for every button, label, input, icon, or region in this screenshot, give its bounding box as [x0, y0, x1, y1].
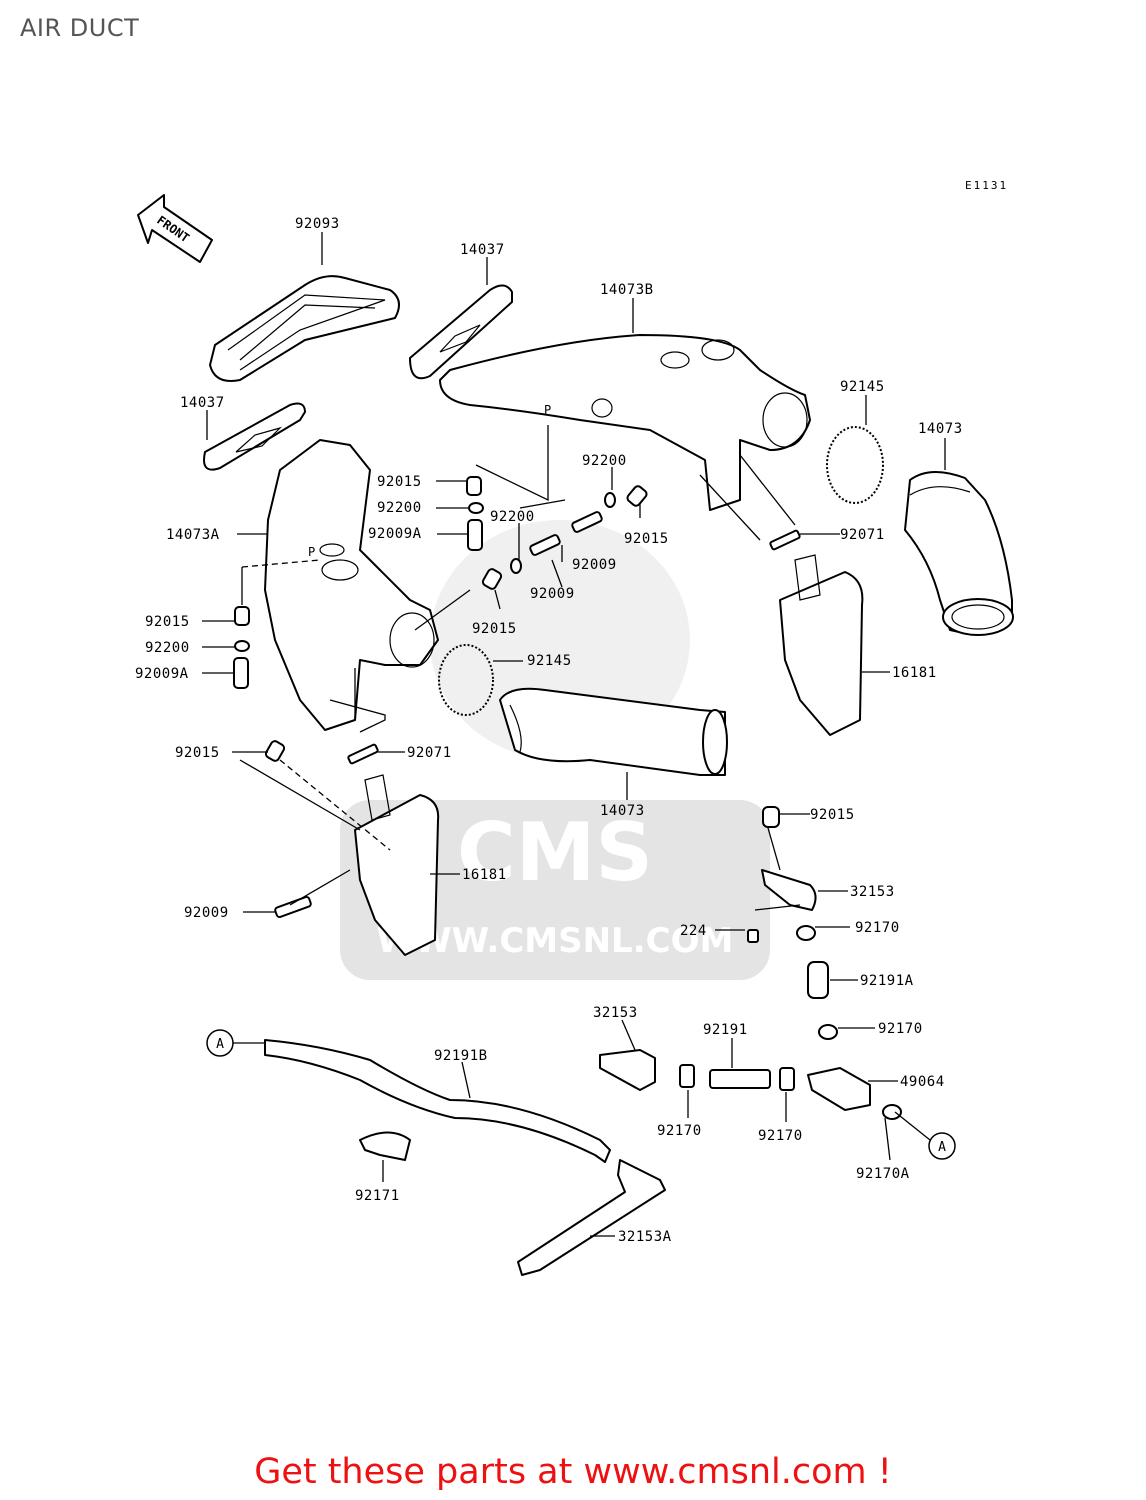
- callout-92015-e: 92015: [175, 745, 220, 761]
- promo-banner[interactable]: Get these parts at www.cmsnl.com !: [254, 1452, 892, 1492]
- callout-92191b: 92191B: [434, 1048, 488, 1064]
- part-92145-lower-drawing: [438, 644, 494, 716]
- callout-92200-c: 92200: [490, 509, 535, 525]
- callout-224: 224: [680, 923, 707, 939]
- svg-text:A: A: [938, 1140, 946, 1155]
- callout-92170-b: 92170: [878, 1021, 923, 1037]
- callout-92170-d: 92170: [758, 1128, 803, 1144]
- callout-92093: 92093: [295, 216, 340, 232]
- part-92145-upper-drawing: [826, 426, 884, 504]
- callout-14037-upper: 14037: [460, 242, 505, 258]
- callout-14037-lower: 14037: [180, 395, 225, 411]
- callout-92015-f: 92015: [810, 807, 855, 823]
- page-title: AIR DUCT: [20, 14, 140, 42]
- callout-92015-c: 92015: [145, 614, 190, 630]
- callout-92170a: 92170A: [856, 1166, 910, 1182]
- callout-14073a: 14073A: [166, 527, 220, 543]
- callout-92191a: 92191A: [860, 973, 914, 989]
- hardware-drawings: [233, 476, 902, 1120]
- callout-92071-lower: 92071: [407, 745, 452, 761]
- callout-32153a: 32153A: [618, 1229, 672, 1245]
- part-14037-upper-drawing: [409, 284, 513, 380]
- callout-49064: 49064: [900, 1074, 945, 1090]
- callout-14073-lower: 14073: [600, 803, 645, 819]
- part-92093-drawing: [209, 275, 400, 382]
- callout-14073b: 14073B: [600, 282, 654, 298]
- callout-16181-lower: 16181: [462, 867, 507, 883]
- callout-92200-d: 92200: [145, 640, 190, 656]
- diagram-code: E1131: [965, 179, 1008, 192]
- leader-lines: [202, 232, 946, 1237]
- part-14073b-tag: P: [544, 403, 551, 417]
- callout-92009-c: 92009: [184, 905, 229, 921]
- callout-92009-a: 92009: [572, 557, 617, 573]
- callout-92170-a: 92170: [855, 920, 900, 936]
- callout-92015-b: 92015: [624, 531, 669, 547]
- callout-92170-c: 92170: [657, 1123, 702, 1139]
- callout-14073-right: 14073: [918, 421, 963, 437]
- callout-32153-lower: 32153: [593, 1005, 638, 1021]
- callout-92200-a: 92200: [582, 453, 627, 469]
- callout-92200-b: 92200: [377, 500, 422, 516]
- callout-92191: 92191: [703, 1022, 748, 1038]
- callout-92145-lower: 92145: [527, 653, 572, 669]
- part-16181-lower-drawing: [354, 774, 440, 956]
- part-16181-right-drawing: [779, 554, 864, 736]
- ref-marker-a-left: A: [206, 1029, 234, 1057]
- callout-92009a-b: 92009A: [135, 666, 189, 682]
- part-14073a-tag: P: [308, 545, 315, 559]
- callout-16181-right: 16181: [892, 665, 937, 681]
- hose-drawings: [264, 1039, 666, 1276]
- ref-marker-a-right: A: [928, 1132, 956, 1160]
- callout-92009-b: 92009: [530, 586, 575, 602]
- part-14073-right-drawing: [904, 471, 1014, 636]
- callout-92009a-a: 92009A: [368, 526, 422, 542]
- callout-92071-right: 92071: [840, 527, 885, 543]
- part-14073-lower-drawing: [499, 687, 728, 776]
- callout-92015-a: 92015: [377, 474, 422, 490]
- callout-92171: 92171: [355, 1188, 400, 1204]
- callout-labels: 92093 14037 14073B 14037 92145 14073 920…: [135, 216, 963, 1245]
- part-14073b-drawing: P: [439, 334, 811, 511]
- front-arrow-icon: FRONT: [137, 194, 213, 263]
- callout-92015-d: 92015: [472, 621, 517, 637]
- part-14037-lower-drawing: [203, 402, 306, 471]
- part-14073a-drawing: P: [264, 439, 439, 731]
- callout-32153-upper: 32153: [850, 884, 895, 900]
- watermark-logo: CMS: [457, 806, 653, 899]
- svg-text:A: A: [216, 1037, 224, 1052]
- callout-92145-upper: 92145: [840, 379, 885, 395]
